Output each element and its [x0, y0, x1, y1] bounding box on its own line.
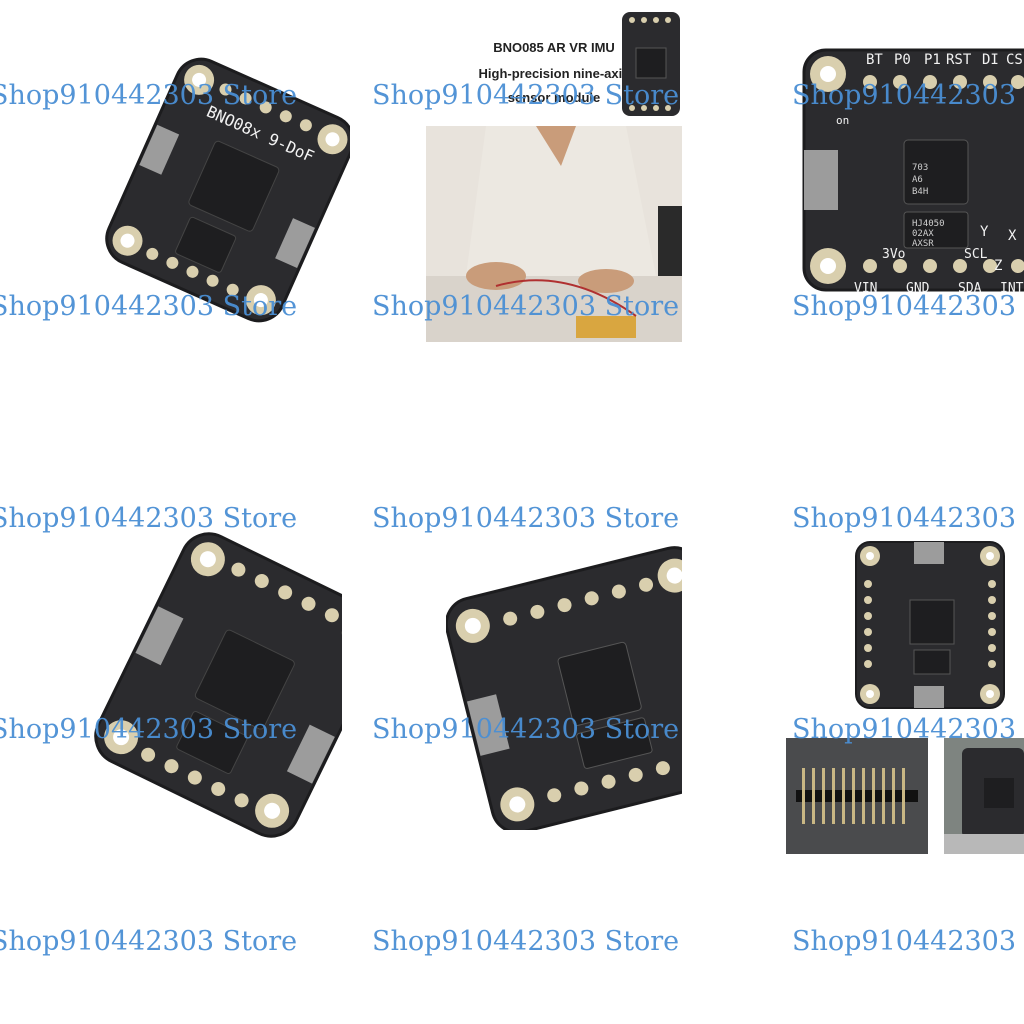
chip-mark-1: 703 [912, 163, 928, 173]
chip-mark-6: AXSR [912, 239, 934, 249]
product-image-6[interactable] [786, 540, 1024, 854]
small-pcb-board-image [855, 541, 1005, 709]
watermark-text: Shop910442303 Store [0, 291, 298, 322]
watermark-text: Shop910442303 Store [372, 926, 680, 957]
photo-person-soldering [426, 126, 682, 342]
product-image-1[interactable]: BNO08x 9-DoF [90, 30, 350, 330]
pcb-board-image [94, 532, 342, 838]
chip-mark-4: HJ4050 [912, 219, 945, 229]
axis-y-label: Y [980, 224, 989, 240]
bottom-label-scl: SCL [964, 247, 988, 262]
promo-subtitle: High-precision nine-axis [478, 66, 630, 81]
watermark-text: Shop910442303 Store [792, 291, 1024, 322]
axis-z-label: Z [994, 258, 1002, 274]
on-label: on [836, 114, 849, 127]
watermark-text: Shop910442303 Store [0, 80, 298, 111]
watermark-text: Shop910442303 Store [792, 503, 1024, 534]
product-image-5[interactable] [446, 540, 682, 830]
bottom-pin-int: INT [1000, 281, 1024, 296]
chip-mark-3: B4H [912, 187, 928, 197]
watermark-text: Shop910442303 Store [372, 291, 680, 322]
top-pin-cs: CS [1006, 52, 1023, 68]
promo-subtitle-2: sensor module [507, 90, 601, 105]
thumbnail-board-icon [622, 12, 680, 116]
product-image-3[interactable]: BT P0 P1 RST DI CS on 703 A6 B4H HJ4050 … [796, 40, 1024, 302]
watermark-text: Shop910442303 Store [0, 926, 298, 957]
bottom-pin-sda: SDA [958, 281, 982, 296]
pcb-board-image [446, 546, 682, 830]
top-pin-p1: P1 [924, 52, 941, 68]
top-pin-p0: P0 [894, 52, 911, 68]
chip-mark-5: 02AX [912, 229, 934, 239]
watermark-text: Shop910442303 Store [0, 714, 298, 745]
bottom-label-3vo: 3Vo [882, 247, 905, 262]
top-pin-rst: RST [946, 52, 972, 68]
pcb-board-image: BNO08x 9-DoF [105, 57, 350, 323]
axis-x-label: X [1008, 228, 1017, 244]
board-closeup-image [944, 738, 1024, 854]
bottom-pin-vin: VIN [854, 281, 877, 296]
watermark-text: Shop910442303 Store [0, 503, 298, 534]
watermark-text: Shop910442303 Store [792, 926, 1024, 957]
watermark-text: Shop910442303 Store [372, 80, 680, 111]
bottom-pin-gnd: GND [906, 281, 930, 296]
product-image-4[interactable] [90, 520, 342, 840]
watermark-text: Shop910442303 Store [792, 714, 1024, 745]
promo-title: BNO085 AR VR IMU [493, 40, 615, 55]
watermark-text: Shop910442303 Store [372, 714, 680, 745]
product-image-2[interactable]: BNO085 AR VR IMU High-precision nine-axi… [426, 8, 682, 342]
watermark-text: Shop910442303 Store [792, 80, 1024, 111]
chip-mark-2: A6 [912, 175, 923, 185]
pin-header-image [786, 738, 928, 854]
top-pin-bt: BT [866, 52, 883, 68]
top-pin-di: DI [982, 52, 999, 68]
watermark-text: Shop910442303 Store [372, 503, 680, 534]
pcb-board-image: BT P0 P1 RST DI CS on 703 A6 B4H HJ4050 … [802, 48, 1024, 296]
